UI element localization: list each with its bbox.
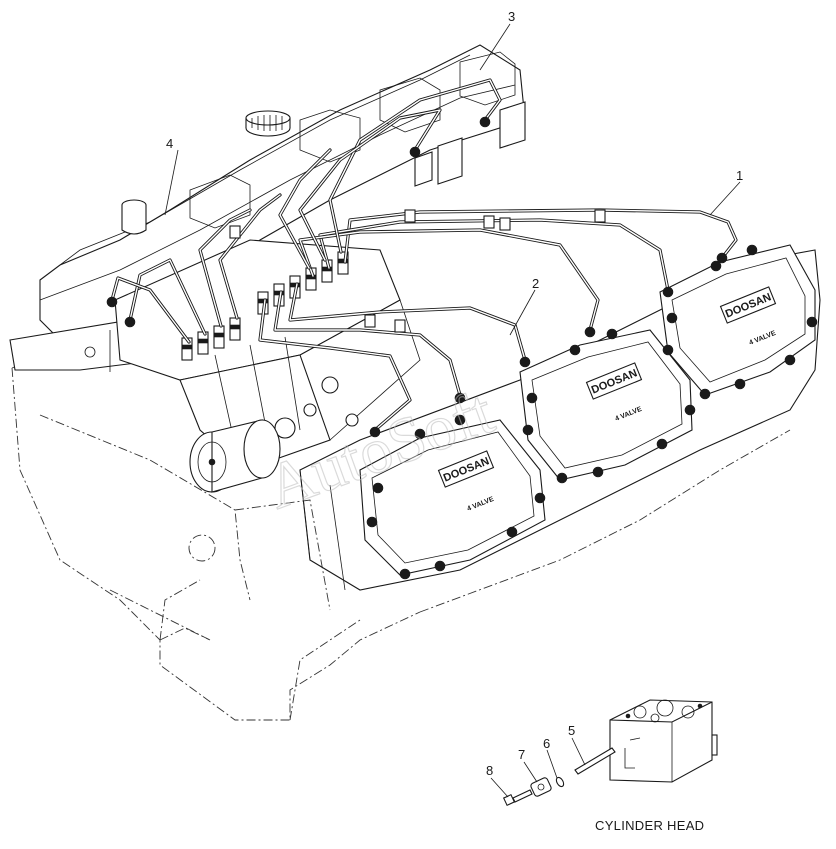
callout-labels: 1 2 3 4 5 6 7 8 (166, 9, 743, 778)
part-6-o-ring (555, 776, 565, 788)
pipe-clamp (594, 209, 606, 223)
pump-drive-hub (189, 419, 281, 493)
cylinder-head-caption: CYLINDER HEAD (595, 818, 704, 833)
part-7-fitting (530, 777, 552, 797)
pipe-clamp (499, 217, 511, 231)
rocker-cover-3: DOOSAN 4 VALVE (659, 244, 818, 400)
rocker-cover-2: DOOSAN 4 VALVE (519, 328, 696, 484)
fuel-injection-pump (114, 239, 421, 493)
callout-leaders (164, 23, 741, 798)
callout-3: 3 (508, 9, 515, 24)
part-8-bolt (502, 789, 533, 807)
pipe-clamp (229, 225, 241, 239)
callout-2: 2 (532, 276, 539, 291)
delivery-valve-row-left (181, 317, 241, 361)
callout-5: 5 (568, 723, 575, 738)
pipe-clamp (483, 215, 495, 229)
rocker-cover-1: DOOSAN 4 VALVE (359, 414, 546, 580)
part-5-connector (574, 747, 616, 775)
pipe-clamp (364, 314, 376, 328)
callout-8: 8 (486, 763, 493, 778)
pipe-clamp (404, 209, 416, 223)
callout-1: 1 (736, 168, 743, 183)
callout-4: 4 (166, 136, 173, 151)
callout-7: 7 (518, 747, 525, 762)
callout-6: 6 (543, 736, 550, 751)
fuel-injection-pipes (106, 78, 738, 438)
cylinder-head-detail (502, 699, 718, 807)
pipe-clamp (394, 319, 406, 333)
